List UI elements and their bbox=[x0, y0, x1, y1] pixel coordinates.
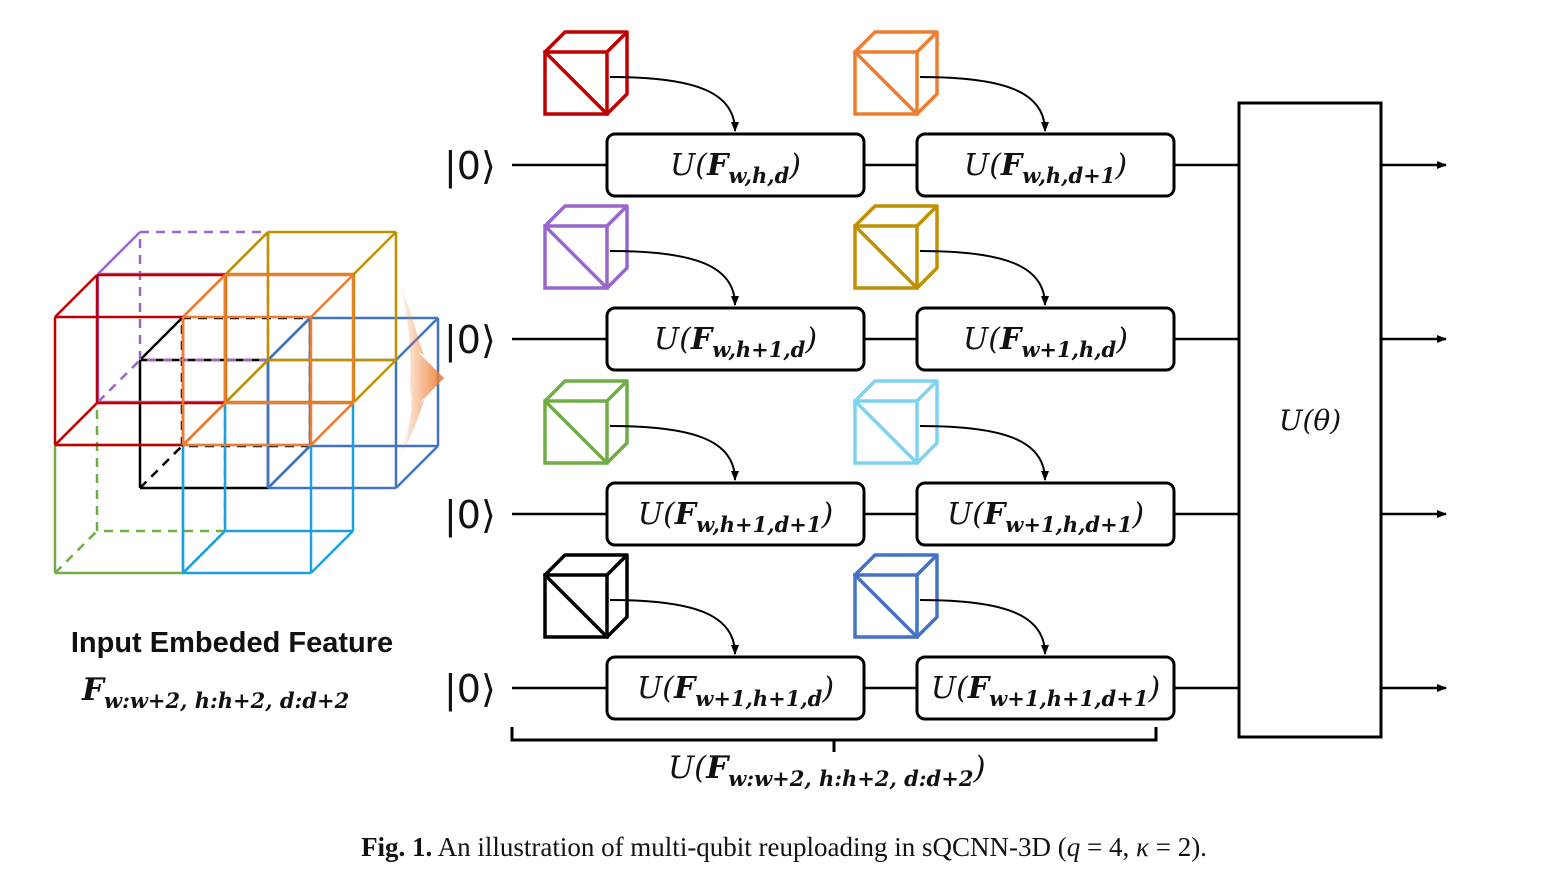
circuit-diagram: Input Embeded Feature Fw:w+2, h:h+2, d:d… bbox=[53, 30, 1447, 791]
feature-subcube-red bbox=[543, 30, 629, 116]
qubit-row: |0⟩ U(Fw,h,d) U(Fw,h,d+1) bbox=[444, 30, 1447, 198]
caption-fig-label: Fig. 1. bbox=[361, 832, 433, 862]
encoding-arrow bbox=[609, 76, 739, 132]
encoding-gate-label: U(Fw,h+1,d+1) bbox=[638, 497, 833, 537]
caption-q: q bbox=[1066, 832, 1081, 862]
encoding-gate-label: U(Fw,h,d) bbox=[670, 148, 801, 188]
feature-subcube-cyan bbox=[853, 379, 939, 465]
feature-subcube-orange bbox=[853, 30, 939, 116]
encoding-arrow bbox=[919, 250, 1049, 306]
caption-text: An illustration of multi-qubit reuploadi… bbox=[437, 832, 1067, 862]
encoding-gate bbox=[915, 481, 1176, 547]
embedding-arrow bbox=[398, 280, 444, 460]
caption-q-value: = 4, bbox=[1080, 832, 1136, 862]
subcube-front-top-right bbox=[181, 273, 355, 447]
input-feature-symbol: Fw:w+2, h:h+2, d:d+2 bbox=[81, 672, 349, 713]
encoding-gate bbox=[915, 132, 1176, 198]
encoding-gate bbox=[605, 655, 866, 721]
encoding-gate-label: U(Fw,h+1,d) bbox=[654, 322, 817, 362]
encoding-gate-label: U(Fw+1,h+1,d) bbox=[637, 671, 834, 711]
encoding-gate-label: U(Fw+1,h+1,d+1) bbox=[931, 671, 1160, 711]
encoding-gate-label: U(Fw+1,h,d) bbox=[963, 322, 1128, 362]
encoding-gate-label: U(Fw,h,d+1) bbox=[964, 148, 1127, 188]
quantum-circuit: |0⟩ U(Fw,h,d) U(Fw,h,d+1) |0⟩ U(Fw,h+1,d) U(F… bbox=[444, 30, 1447, 721]
qubit-row: |0⟩ U(Fw+1,h+1,d) U(Fw+1,h+1,d+1) bbox=[444, 553, 1447, 721]
encoding-arrow bbox=[919, 599, 1049, 655]
input-feature-title: Input Embeded Feature bbox=[71, 627, 393, 659]
encoding-gate bbox=[605, 132, 866, 198]
encoding-arrow bbox=[919, 76, 1049, 132]
ket-zero-label: |0⟩ bbox=[444, 493, 496, 538]
feature-subcube-gold bbox=[853, 204, 939, 290]
ket-zero-label: |0⟩ bbox=[444, 667, 496, 712]
input-feature-cube bbox=[53, 230, 440, 575]
ket-zero-label: |0⟩ bbox=[444, 318, 496, 363]
encoding-arrow bbox=[919, 425, 1049, 481]
encoding-arrow bbox=[609, 425, 739, 481]
encoding-gate bbox=[605, 306, 866, 372]
encoding-gate bbox=[605, 481, 866, 547]
encoding-gate-label: U(Fw+1,h,d+1) bbox=[947, 497, 1144, 537]
qubit-row: |0⟩ U(Fw,h+1,d) U(Fw+1,h,d) bbox=[444, 204, 1447, 372]
caption-kappa: κ bbox=[1136, 832, 1149, 862]
param-gate-label: U(θ) bbox=[1279, 404, 1341, 437]
param-gate-box bbox=[1237, 101, 1383, 739]
encoding-gate bbox=[915, 655, 1176, 721]
brace-label: U(Fw:w+2, h:h+2, d:d+2) bbox=[668, 750, 986, 791]
qubit-row: |0⟩ U(Fw,h+1,d+1) U(Fw+1,h,d+1) bbox=[444, 379, 1447, 547]
feature-subcube-black bbox=[543, 553, 629, 639]
register-brace bbox=[510, 727, 1158, 752]
figure-caption: Fig. 1. An illustration of multi-qubit r… bbox=[0, 832, 1568, 863]
feature-subcube-purple bbox=[543, 204, 629, 290]
encoding-arrow bbox=[609, 599, 739, 655]
ket-zero-label: |0⟩ bbox=[444, 144, 496, 189]
encoding-arrow bbox=[609, 250, 739, 306]
encoding-gate bbox=[915, 306, 1176, 372]
caption-kappa-value: = 2). bbox=[1148, 832, 1207, 862]
feature-subcube-blue bbox=[853, 553, 939, 639]
feature-subcube-green bbox=[543, 379, 629, 465]
